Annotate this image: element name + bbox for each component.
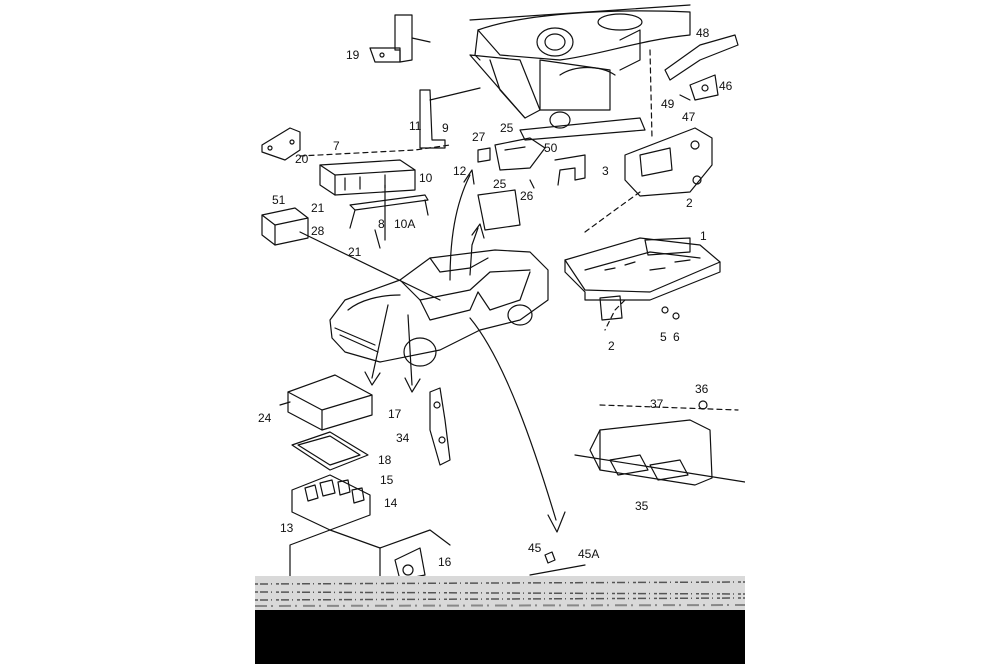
callout-label: 18 [378,453,392,467]
callout-label: 51 [272,193,286,207]
callout-label: 17 [388,407,402,421]
callout-label: 35 [635,499,649,513]
module-51 [261,207,309,246]
callout-label: 36 [695,382,709,396]
bracket-19 [369,14,431,63]
callout-label: 7 [333,139,340,153]
dashed-leaders [299,49,739,411]
relay-box-14 [291,474,371,531]
bracket-25-27 [477,137,546,231]
scan-noise-band [255,576,745,612]
callout-label: 45A [578,547,599,561]
callout-label: 3 [602,164,609,178]
fuse-box-1 [564,237,721,321]
module-7-assembly [319,159,429,249]
callout-label: 45 [528,541,542,555]
callout-label: 46 [719,79,733,93]
dashboard-illustration [469,4,691,141]
callout-labels: 19 48 46 49 47 11 9 25 27 7 50 20 12 3 1… [258,26,733,569]
callout-label: 48 [696,26,710,40]
bracket-34 [429,387,451,466]
callout-label: 21 [311,201,325,215]
callout-label: 10 [419,171,433,185]
bracket-20 [261,127,301,161]
bracket-35 [574,400,745,486]
callout-label: 16 [438,555,452,569]
bracket-50 [554,154,586,186]
callout-label: 10A [394,217,415,231]
callout-label: 2 [686,196,693,210]
callout-label: 25 [500,121,514,135]
callout-label: 12 [453,164,467,178]
parts-drawing: 19 48 46 49 47 11 9 25 27 7 50 20 12 3 1… [255,4,745,612]
callout-label: 8 [378,217,385,231]
callout-label: 1 [700,229,707,243]
callout-label: 15 [380,473,394,487]
callout-label: 13 [280,521,294,535]
callout-label: 14 [384,496,398,510]
callout-label: 37 [650,397,664,411]
callout-label: 20 [295,152,309,166]
callout-label: 24 [258,411,272,425]
car-illustration [329,249,549,367]
callout-label: 25 [493,177,507,191]
callout-label: 47 [682,110,696,124]
callout-label: 34 [396,431,410,445]
callout-label: 21 [348,245,362,259]
cover-3 [624,127,713,197]
callout-label: 28 [311,224,325,238]
callout-label: 26 [520,189,534,203]
bracket-48-46 [664,34,739,101]
callout-label: 27 [472,130,486,144]
scan-footer-bar [255,610,745,664]
callout-arrows [299,169,566,533]
part-45 [529,551,586,576]
control-unit-17 [279,374,373,431]
callout-label: 6 [673,330,680,344]
parts-sheet: 19 48 46 49 47 11 9 25 27 7 50 20 12 3 1… [255,0,745,664]
callout-label: 11 [409,119,422,133]
callout-label: 50 [544,141,558,155]
gasket-18 [291,431,369,471]
bracket-9-11 [419,87,481,149]
callout-label: 19 [346,48,360,62]
callout-label: 5 [660,330,667,344]
callout-label: 49 [661,97,675,111]
callout-label: 2 [608,339,615,353]
box-13-16 [289,529,451,581]
callout-label: 9 [442,121,449,135]
